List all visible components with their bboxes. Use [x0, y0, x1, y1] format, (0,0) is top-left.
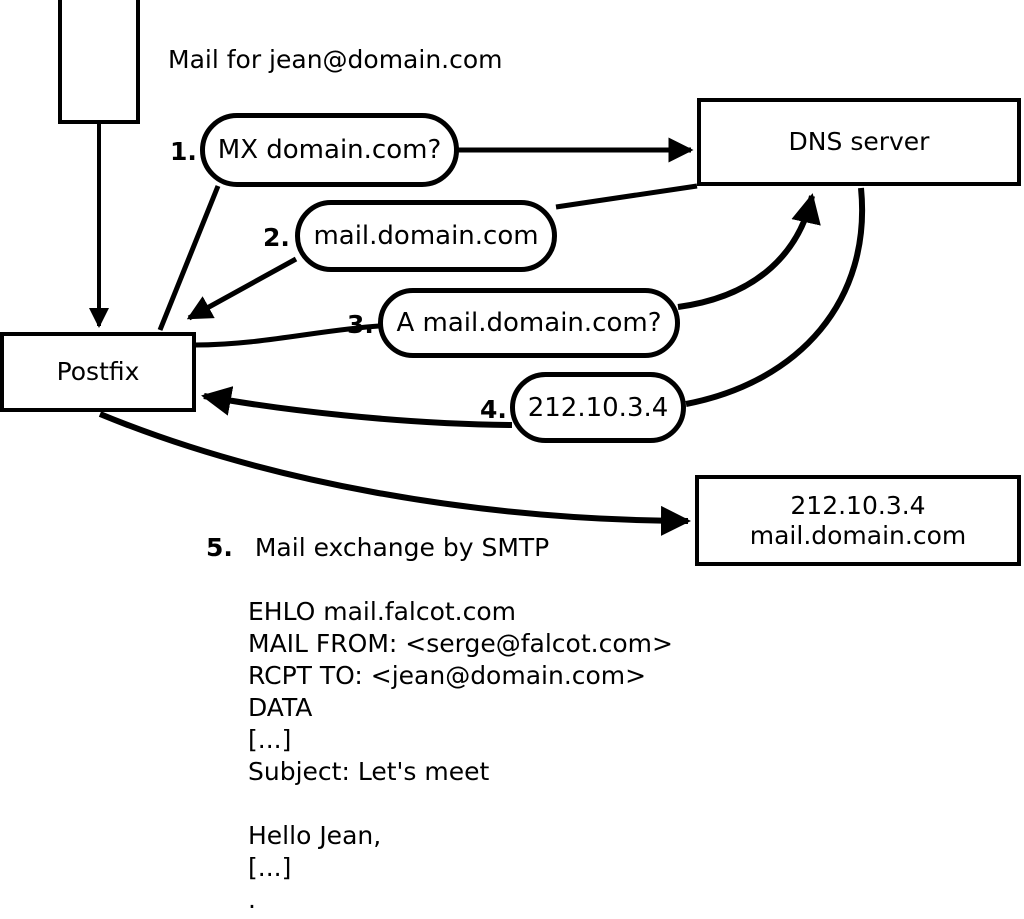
step-5-number: 5.	[206, 533, 233, 562]
step-4-number: 4.	[480, 395, 507, 424]
step-3-number: 3.	[347, 310, 374, 339]
step-2-label: mail.domain.com	[313, 221, 539, 251]
step-1-number: 1.	[170, 137, 197, 166]
page-title: Mail for jean@domain.com	[168, 45, 503, 74]
leader-dns-to-step4	[685, 187, 866, 407]
node-mail-host-label: 212.10.3.4 mail.domain.com	[749, 491, 967, 550]
arrow-postfix-to-mailhost	[98, 411, 691, 536]
step-3-label: A mail.domain.com?	[396, 308, 662, 338]
smtp-transcript: EHLO mail.falcot.com MAIL FROM: <serge@f…	[248, 597, 673, 914]
arrow-step3-to-dns	[677, 193, 821, 310]
node-postfix: Postfix	[0, 332, 196, 412]
node-dns-server-label: DNS server	[788, 127, 930, 157]
node-sender-box	[58, 0, 140, 124]
step-1-label: MX domain.com?	[217, 135, 442, 165]
step-3-pill: A mail.domain.com?	[378, 288, 680, 358]
step-1-pill: MX domain.com?	[200, 113, 459, 187]
leader-step1-to-postfix	[157, 185, 221, 331]
step-5-label: Mail exchange by SMTP	[254, 533, 550, 562]
leader-dns-to-step2	[555, 183, 698, 210]
step-5-row: 5. Mail exchange by SMTP	[206, 533, 549, 562]
step-4-pill: 212.10.3.4	[510, 372, 686, 443]
step-4-label: 212.10.3.4	[527, 392, 669, 423]
node-mail-host: 212.10.3.4 mail.domain.com	[695, 475, 1021, 566]
step-2-number: 2.	[263, 223, 290, 252]
step-2-pill: mail.domain.com	[295, 200, 557, 272]
leader-postfix-to-step3	[194, 323, 380, 348]
node-postfix-label: Postfix	[56, 357, 140, 387]
arrow-step2-to-postfix	[186, 256, 298, 321]
arrow-step4-to-postfix	[201, 386, 513, 428]
node-dns-server: DNS server	[697, 98, 1021, 186]
